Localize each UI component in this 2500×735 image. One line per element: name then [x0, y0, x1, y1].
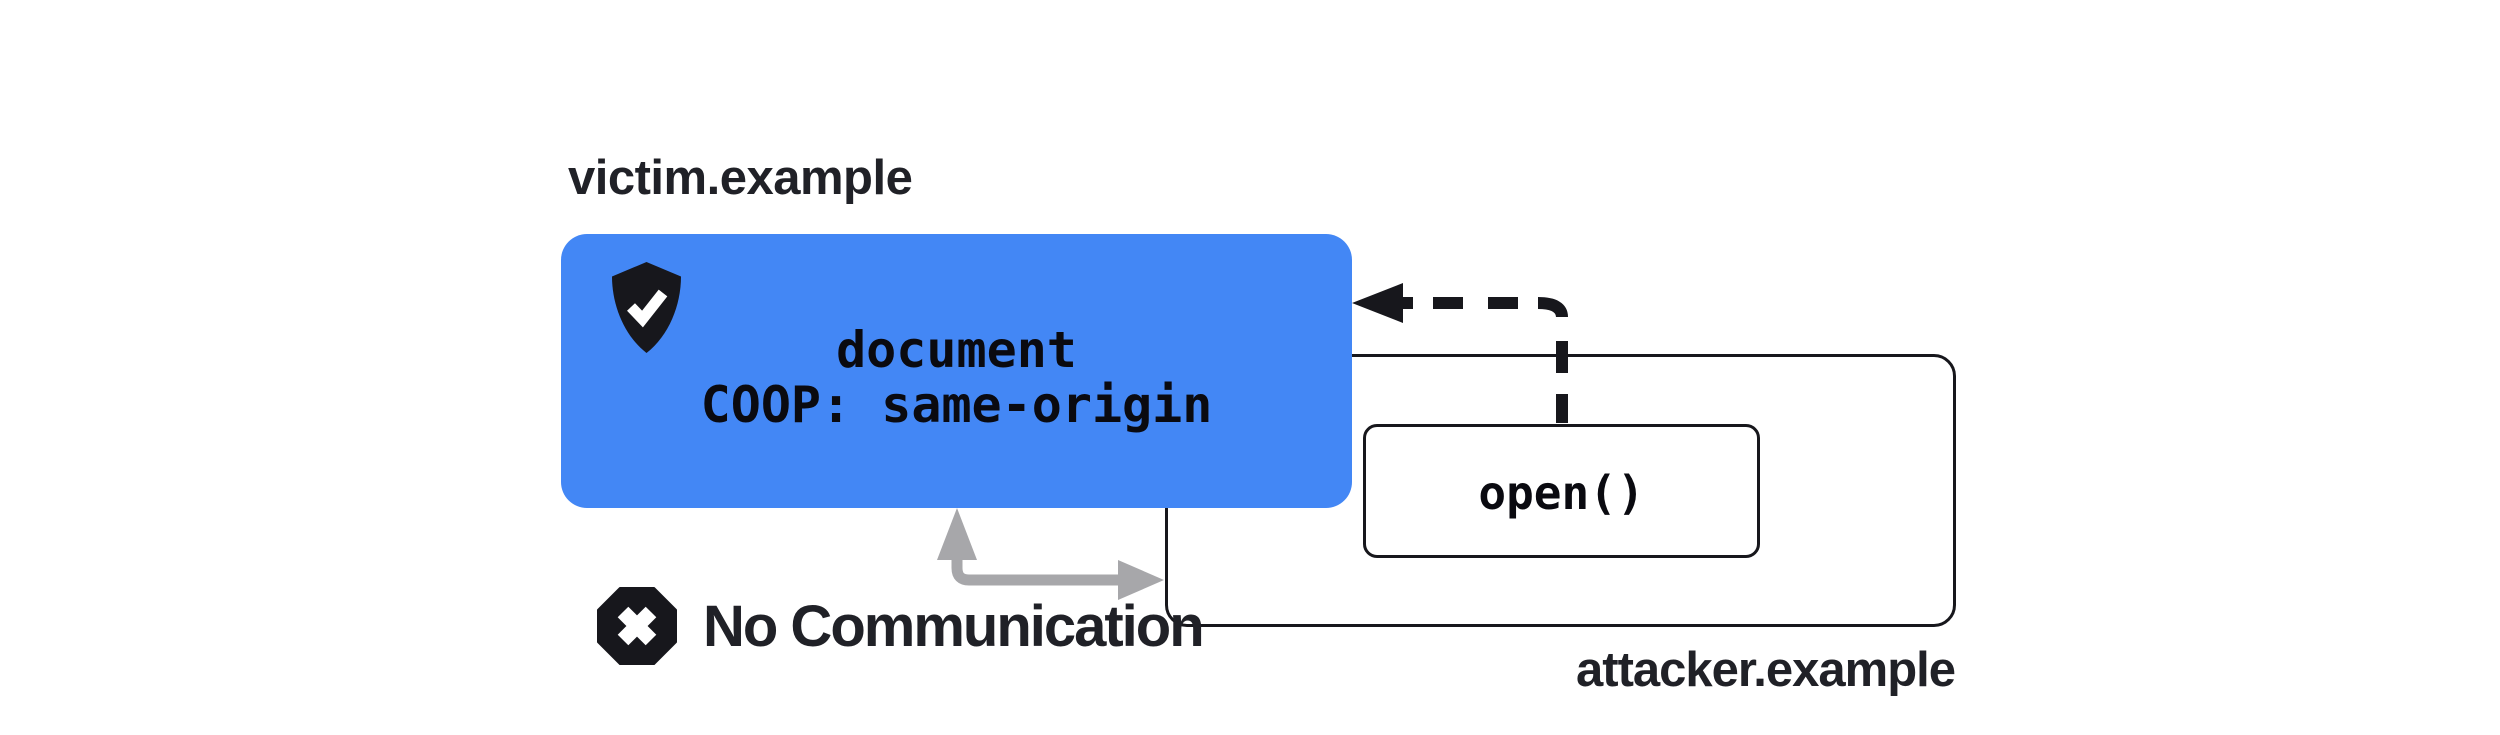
coop-header-label: COOP: same-origin	[700, 376, 1213, 434]
victim-document-box: document COOP: same-origin	[561, 234, 1352, 508]
victim-domain-label: victim.example	[568, 151, 913, 205]
open-call-label: open()	[1478, 466, 1645, 520]
shield-check-icon	[612, 262, 681, 353]
no-communication-label: No Communication	[703, 593, 1205, 659]
open-call-box: open()	[1363, 424, 1760, 558]
attacker-domain-label: attacker.example	[1576, 643, 1956, 697]
no-communication-status: No Communication	[597, 586, 1205, 666]
document-label: document	[836, 321, 1077, 379]
octagon-x-icon	[597, 587, 677, 665]
